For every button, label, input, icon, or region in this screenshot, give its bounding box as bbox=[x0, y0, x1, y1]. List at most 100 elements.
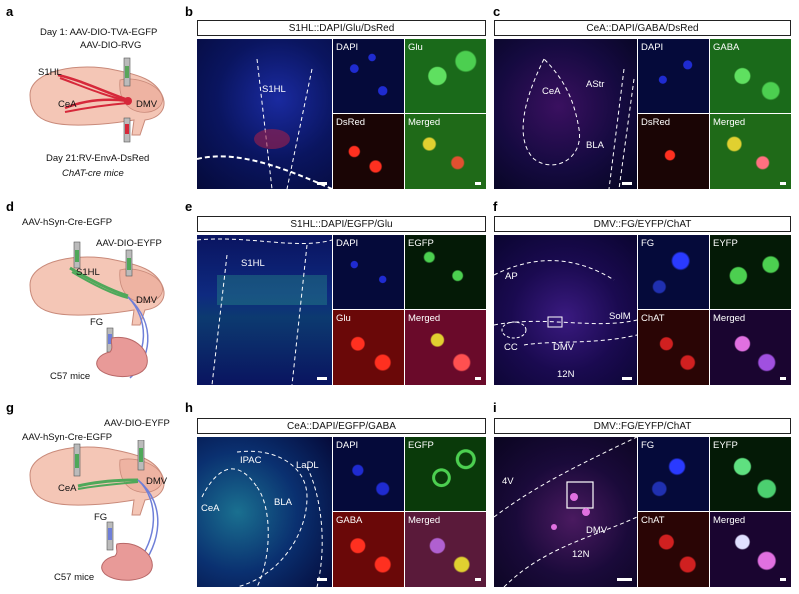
panel-c-ch2-image bbox=[710, 39, 791, 113]
panel-f-ch3-label: ChAT bbox=[641, 313, 665, 324]
panel-d-tracer: FG bbox=[90, 317, 104, 328]
panel-h-region3: CeA bbox=[201, 503, 220, 514]
panel-e-ch1-label: DAPI bbox=[336, 238, 359, 249]
panel-c-ch1-label: DAPI bbox=[641, 42, 664, 53]
panel-f-ch1-label: FG bbox=[641, 238, 655, 249]
panel-h-ch2-label: EGFP bbox=[408, 440, 434, 451]
panel-c-region1: CeA bbox=[542, 86, 561, 97]
panel-a-day1-line2: AAV-DIO-RVG bbox=[80, 40, 142, 51]
panel-c-ch3-image bbox=[638, 114, 709, 189]
panel-i-region2: DMV bbox=[586, 525, 608, 536]
panel-a-mouse-line: ChAT-cre mice bbox=[62, 168, 124, 179]
panel-e-scale-bar bbox=[317, 377, 327, 380]
panel-f-ch4-image bbox=[710, 310, 791, 385]
panel-b-ch2-label: Glu bbox=[408, 42, 423, 53]
panel-i-overview-image bbox=[494, 437, 637, 587]
panel-g-tracer: FG bbox=[94, 512, 108, 523]
panel-b-ch4-label: Merged bbox=[408, 117, 441, 128]
panel-i-ch2-image bbox=[710, 437, 791, 511]
panel-f-ch1-image bbox=[638, 235, 709, 309]
panel-i-title: DMV::FG/EYFP/ChAT bbox=[494, 418, 791, 434]
panel-f-merged-scale-bar bbox=[780, 377, 786, 380]
panel-b-ch4-image bbox=[405, 114, 486, 189]
panel-h-ch1-label: DAPI bbox=[336, 440, 359, 451]
panel-h-overview-image bbox=[197, 437, 332, 587]
panel-c-region2: AStr bbox=[586, 79, 605, 90]
panel-h-title: CeA::DAPI/EGFP/GABA bbox=[197, 418, 486, 434]
panel-h-ch4-label: Merged bbox=[408, 515, 441, 526]
panel-a-letter: a bbox=[6, 4, 14, 19]
panel-c-ch2-label: GABA bbox=[713, 42, 740, 53]
panel-b-ch2-image bbox=[405, 39, 486, 113]
panel-g-mouse: C57 mice bbox=[54, 572, 95, 583]
panel-e-ch4-image bbox=[405, 310, 486, 385]
panel-f-title: DMV::FG/EYFP/ChAT bbox=[494, 216, 791, 232]
panel-e-ch3-image bbox=[333, 310, 404, 385]
panel-g-virus2: AAV-DIO-EYFP bbox=[104, 418, 170, 429]
panel-h-ch2-image bbox=[405, 437, 486, 511]
panel-a-mouse-prefix: ChAT bbox=[62, 168, 85, 179]
panel-b-merged-scale-bar bbox=[475, 182, 481, 185]
panel-f-region4: DMV bbox=[553, 342, 575, 353]
panel-g-stomach bbox=[101, 542, 153, 581]
panel-c-scale-bar bbox=[622, 182, 632, 185]
panel-d-schematic bbox=[29, 241, 165, 379]
panel-c-overview-image bbox=[494, 39, 637, 189]
panel-h-ch3-image bbox=[333, 512, 404, 587]
panel-a-schematic bbox=[29, 57, 165, 143]
panel-a-region-s1hl: S1HL bbox=[38, 67, 62, 78]
panel-e-ch4-label: Merged bbox=[408, 313, 441, 324]
panel-f-letter: f bbox=[493, 199, 498, 214]
panel-d-region-dmv: DMV bbox=[136, 295, 158, 306]
panel-a-mouse-suffix: -cre mice bbox=[84, 168, 124, 179]
panel-a-region-cea: CeA bbox=[58, 99, 77, 110]
panel-i-ch2-label: EYFP bbox=[713, 440, 738, 451]
panel-f-overview-image bbox=[494, 235, 637, 385]
panel-i-ch3-label: ChAT bbox=[641, 515, 665, 526]
panel-e-ch3-label: Glu bbox=[336, 313, 351, 324]
panel-h-merged-scale-bar bbox=[475, 578, 481, 581]
panel-a-region-dmv: DMV bbox=[136, 99, 158, 110]
panel-c-region3: BLA bbox=[586, 140, 604, 151]
panel-b-overview-image bbox=[197, 39, 332, 189]
panel-h-scale-bar bbox=[317, 578, 327, 581]
panel-b-letter: b bbox=[185, 4, 193, 19]
panel-d-region-s1hl: S1HL bbox=[76, 267, 100, 278]
panel-i-region1: 4V bbox=[502, 476, 514, 487]
panel-e-ch1-image bbox=[333, 235, 404, 309]
panel-i-ch3-image bbox=[638, 512, 709, 587]
panel-d-mouse: C57 mice bbox=[50, 371, 91, 382]
panel-i-ch4-label: Merged bbox=[713, 515, 746, 526]
panel-d-virus2: AAV-DIO-EYFP bbox=[96, 238, 162, 249]
panel-e-merged-scale-bar bbox=[475, 377, 481, 380]
panel-f-region3: CC bbox=[504, 342, 518, 353]
panel-e-letter: e bbox=[185, 199, 193, 214]
panel-c-letter: c bbox=[493, 4, 501, 19]
panel-f-ch2-label: EYFP bbox=[713, 238, 738, 249]
panel-f-ch4-label: Merged bbox=[713, 313, 746, 324]
panel-b-ch1-image bbox=[333, 39, 404, 113]
panel-a-day1-line1: Day 1: AAV-DIO-TVA-EGFP bbox=[40, 27, 158, 38]
panel-f-region5: 12N bbox=[557, 369, 575, 380]
panel-e-overview-image bbox=[197, 235, 332, 385]
panel-a-day21: Day 21:RV-EnvA-DsRed bbox=[46, 153, 150, 164]
panel-h-region4: BLA bbox=[274, 497, 292, 508]
panel-h-letter: h bbox=[185, 400, 193, 415]
panel-c-ch3-label: DsRed bbox=[641, 117, 671, 128]
panel-i-merged-scale-bar bbox=[780, 578, 786, 581]
panel-i-scale-bar bbox=[617, 578, 632, 581]
panel-b-title: S1HL::DAPI/Glu/DsRed bbox=[197, 20, 486, 36]
panel-g-virus1: AAV-hSyn-Cre-EGFP bbox=[22, 432, 113, 443]
panel-i-letter: i bbox=[493, 400, 497, 415]
panel-b-ch3-image bbox=[333, 114, 404, 189]
panel-i-ch1-label: FG bbox=[641, 440, 655, 451]
panel-b-ch1-label: DAPI bbox=[336, 42, 359, 53]
panel-g-region-cea: CeA bbox=[58, 483, 77, 494]
panel-i-ch4-image bbox=[710, 512, 791, 587]
panel-e-title: S1HL::DAPI/EGFP/Glu bbox=[197, 216, 486, 232]
panel-g-schematic bbox=[29, 440, 165, 569]
panel-c-ch4-label: Merged bbox=[713, 117, 746, 128]
panel-c-ch4-image bbox=[710, 114, 791, 189]
panel-f-ch2-image bbox=[710, 235, 791, 309]
panel-f-ch3-image bbox=[638, 310, 709, 385]
